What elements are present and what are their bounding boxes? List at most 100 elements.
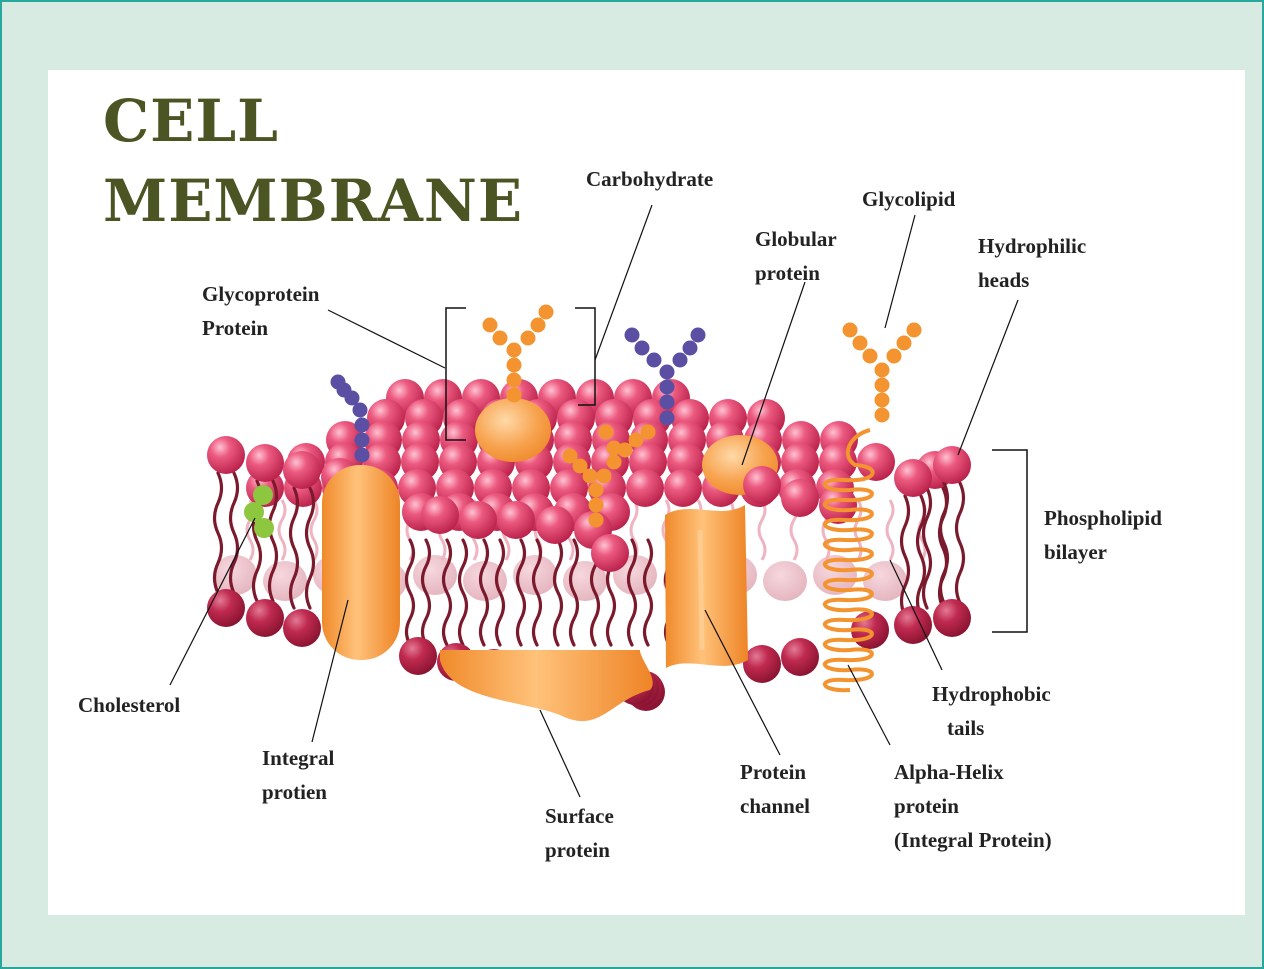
phospholipid-head: [421, 496, 459, 534]
hydrophobic-tail: [518, 540, 525, 645]
leader-line: [595, 205, 652, 360]
sugar-bead: [507, 358, 522, 373]
sugar-bead: [660, 380, 675, 395]
sugar-bead: [897, 336, 912, 351]
front-tails: [444, 540, 467, 645]
sugar-bead: [483, 318, 498, 333]
label-surface-protein-line2: protein: [545, 833, 610, 867]
sugar-bead: [589, 483, 604, 498]
outer-tails: [924, 488, 947, 608]
back-head: [763, 561, 807, 601]
integral-protein: [322, 465, 400, 660]
label-alpha-helix-line2: protein: [894, 789, 959, 823]
back-tail: [279, 500, 285, 560]
sugar-bead: [355, 433, 370, 448]
sugar-bead: [539, 305, 554, 320]
hydrophobic-tail: [460, 540, 467, 645]
leader-line: [540, 710, 580, 797]
sugar-bead: [843, 323, 858, 338]
sugar-bead: [660, 395, 675, 410]
sugar-bead: [641, 425, 656, 440]
sugar-bead: [507, 388, 522, 403]
phospholipid-head: [497, 501, 535, 539]
phospholipid-head: [743, 466, 781, 504]
label-integral-protein-line2: protien: [262, 775, 327, 809]
phospholipid-head: [626, 469, 664, 507]
sugar-bead: [660, 411, 675, 426]
sugar-bead: [907, 323, 922, 338]
bilayer-bracket: [992, 450, 1027, 632]
sugar-bead: [331, 375, 346, 390]
hydrophobic-tail: [555, 540, 562, 645]
label-alpha-helix-line3: (Integral Protein): [894, 823, 1052, 857]
sugar-bead: [683, 341, 698, 356]
leader-line: [328, 310, 445, 368]
cholesterol-bead: [254, 518, 274, 538]
sugar-bead: [875, 408, 890, 423]
front-tails: [407, 540, 430, 645]
sugar-bead: [853, 336, 868, 351]
sugar-bead: [887, 349, 902, 364]
sugar-bead: [875, 393, 890, 408]
sugar-bead: [875, 378, 890, 393]
label-globular-protein-line2: protein: [755, 256, 820, 290]
sugar-bead: [691, 328, 706, 343]
sugar-bead: [875, 363, 890, 378]
label-cholesterol: Cholesterol: [78, 688, 180, 722]
label-carbohydrate: Carbohydrate: [586, 162, 713, 196]
label-alpha-helix-line1: Alpha-Helix: [894, 755, 1004, 789]
sugar-bead: [660, 365, 675, 380]
sugar-bead: [597, 469, 612, 484]
front-tails: [555, 540, 578, 645]
surface-protein: [440, 650, 653, 721]
phospholipid-head: [781, 479, 819, 517]
leader-line: [885, 215, 915, 328]
bottom-head: [283, 609, 321, 647]
glycolipid-carbohydrate: [843, 323, 922, 423]
phospholipid-head: [207, 436, 245, 474]
label-phospholipid-bilayer-line2: bilayer: [1044, 535, 1107, 569]
hydrophobic-tail: [407, 540, 414, 645]
cholesterol-bead: [253, 485, 273, 505]
label-hydrophilic-heads-line2: heads: [978, 263, 1029, 297]
bottom-head: [743, 645, 781, 683]
phospholipid-head: [857, 443, 895, 481]
bottom-head: [894, 606, 932, 644]
outer-tails: [902, 496, 925, 616]
phospholipid-head: [894, 459, 932, 497]
phospholipid-head: [246, 444, 284, 482]
globular-protein-left: [475, 398, 551, 462]
protein-channel: [665, 505, 748, 668]
title-line-1: CELL: [103, 92, 279, 150]
phospholipid-head: [591, 534, 629, 572]
sugar-bead: [355, 418, 370, 433]
back-tail: [759, 500, 765, 560]
phospholipid-head: [933, 446, 971, 484]
label-protein-channel-line1: Protein: [740, 755, 806, 789]
label-glycoprotein-line2: Protein: [202, 311, 268, 345]
label-globular-protein-line1: Globular: [755, 222, 837, 256]
sugar-bead: [599, 425, 614, 440]
sugar-bead: [589, 498, 604, 513]
sugar-bead: [863, 349, 878, 364]
label-hydrophobic-tails-line2: tails: [947, 711, 984, 745]
title-line-2: MEMBRANE: [103, 172, 523, 230]
bottom-head: [246, 599, 284, 637]
phospholipid-head: [664, 469, 702, 507]
sugar-bead: [531, 318, 546, 333]
leader-line: [958, 300, 1018, 455]
sugar-bead: [607, 441, 622, 456]
sugar-bead: [521, 331, 536, 346]
sugar-bead: [625, 328, 640, 343]
sugar-bead: [673, 353, 688, 368]
label-protein-channel-line2: channel: [740, 789, 810, 823]
sugar-bead: [563, 449, 578, 464]
back-tail: [887, 500, 893, 560]
phospholipid-head: [459, 501, 497, 539]
sugar-bead: [647, 353, 662, 368]
bottom-head: [933, 599, 971, 637]
sugar-bead: [493, 331, 508, 346]
bottom-head: [781, 638, 819, 676]
label-hydrophilic-heads-line1: Hydrophilic: [978, 229, 1086, 263]
sugar-bead: [607, 455, 622, 470]
